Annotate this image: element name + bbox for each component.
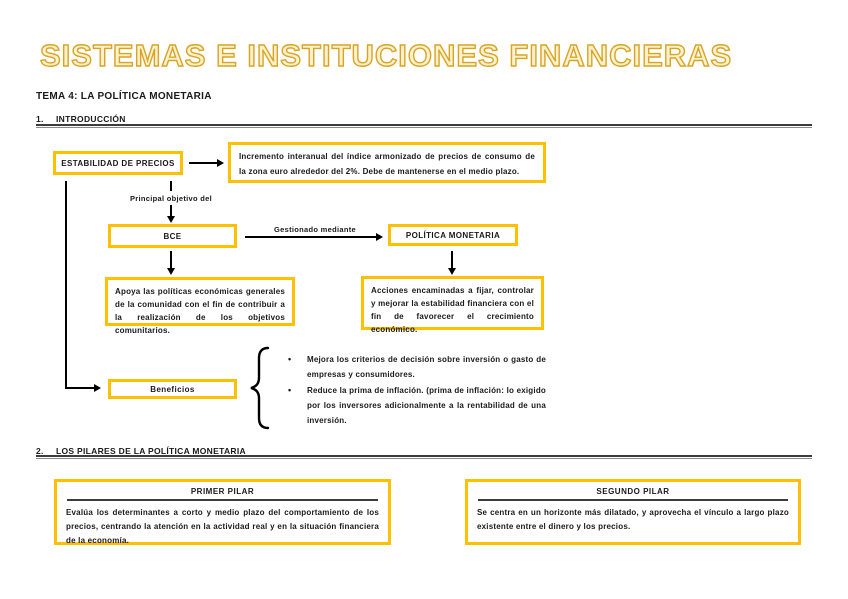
note-estabilidad: Incremento interanual del índice armoniz… xyxy=(228,142,546,183)
box-estabilidad-label: ESTABILIDAD DE PRECIOS xyxy=(61,158,175,168)
section-1-rule xyxy=(36,124,812,128)
section-2-heading: 2. LOS PILARES DE LA POLÍTICA MONETARIA xyxy=(36,446,246,456)
pillar-segundo-rule xyxy=(478,499,788,501)
topic-subtitle: TEMA 4: LA POLÍTICA MONETARIA xyxy=(36,91,212,102)
page-title: SISTEMAS E INSTITUCIONES FINANCIERAS xyxy=(39,37,733,73)
connector-left-vertical xyxy=(65,181,67,389)
curly-brace xyxy=(250,346,270,430)
section-1-heading: 1. INTRODUCCIÓN xyxy=(36,114,126,124)
pillar-primer: PRIMER PILAR Evalúa los determinantes a … xyxy=(54,479,391,545)
arrow-bce-to-politica xyxy=(245,232,383,241)
box-beneficios: Beneficios xyxy=(108,379,237,399)
section-1-title: INTRODUCCIÓN xyxy=(56,114,126,124)
pillar-primer-title: PRIMER PILAR xyxy=(190,487,255,496)
box-bce-label: BCE xyxy=(163,231,182,241)
section-1-number: 1. xyxy=(36,114,44,124)
note-politica: Acciones encaminadas a fijar, controlar … xyxy=(361,276,544,334)
arrow-bce-down xyxy=(167,251,175,275)
box-beneficios-label: Beneficios xyxy=(150,384,195,394)
section-2-title: LOS PILARES DE LA POLÍTICA MONETARIA xyxy=(56,446,246,456)
arrow-politica-down xyxy=(448,251,456,275)
arrow-to-beneficios xyxy=(65,383,101,392)
list-item: Mejora los criterios de decisión sobre i… xyxy=(283,352,546,382)
box-estabilidad-de-precios: ESTABILIDAD DE PRECIOS xyxy=(53,151,183,175)
pillar-primer-text: Evalúa los determinantes a corto y medio… xyxy=(66,508,379,545)
pillar-segundo: SEGUNDO PILAR Se centra en un horizonte … xyxy=(465,479,801,545)
list-item: Reduce la prima de inflación. (prima de … xyxy=(283,383,546,428)
pillar-segundo-title: SEGUNDO PILAR xyxy=(596,487,670,496)
box-politica-monetaria: POLÍTICA MONETARIA xyxy=(388,224,518,246)
pillar-primer-rule xyxy=(67,499,378,501)
connector-tick xyxy=(170,181,172,191)
box-politica-label: POLÍTICA MONETARIA xyxy=(405,230,501,240)
arrow-estabilidad-to-note xyxy=(189,158,224,167)
box-bce: BCE xyxy=(108,224,237,248)
beneficios-list: Mejora los criterios de decisión sobre i… xyxy=(283,352,546,429)
label-gestionado-mediante: Gestionado mediante xyxy=(274,225,356,234)
arrow-to-bce xyxy=(167,205,175,223)
pillar-segundo-text: Se centra en un horizonte más dilatado, … xyxy=(477,508,789,531)
note-bce: Apoya las políticas económicas generales… xyxy=(105,277,295,335)
section-2-rule xyxy=(36,455,812,459)
section-2-number: 2. xyxy=(36,446,44,456)
label-principal-objetivo: Principal objetivo del xyxy=(129,194,213,203)
